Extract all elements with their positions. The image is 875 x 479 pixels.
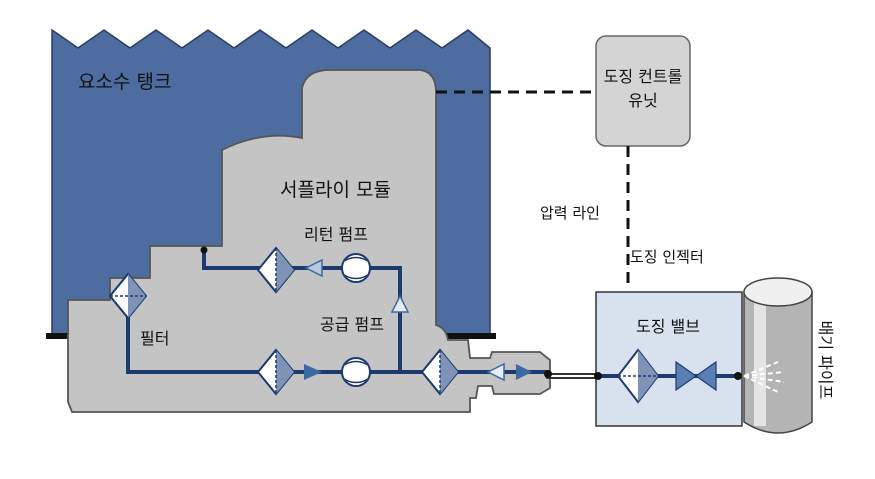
- return-line: [202, 248, 402, 374]
- pressure-line-label: 압력 라인: [540, 204, 600, 222]
- dosing-valve-icon: [675, 360, 717, 392]
- flow-arrow-icon: [516, 364, 532, 380]
- filter-icon-shade: [276, 248, 294, 292]
- module-body: [67, 69, 551, 413]
- dosing-control-unit: 도징 컨트롤 유닛: [595, 35, 691, 147]
- filter-icon-shade: [440, 350, 458, 394]
- connector-dot: [544, 370, 552, 378]
- control-unit-label-line1: 도징 컨트롤: [604, 67, 683, 86]
- pump-icon: [341, 357, 371, 387]
- spray-nozzle-icon: [743, 361, 785, 393]
- pipe-top-opening: [743, 277, 813, 307]
- flow-arrow-icon: [304, 364, 322, 380]
- check-valve-icon: [486, 362, 505, 382]
- return-pump-label: 리턴 펌프: [304, 225, 368, 244]
- control-unit-box: [595, 35, 691, 147]
- hydraulic-lines: [126, 248, 601, 379]
- connector-dot: [734, 372, 742, 380]
- intake-filter: [108, 272, 148, 320]
- filter-icon-shade: [276, 350, 294, 394]
- exhaust-pipe: 배기 파이프: [743, 277, 835, 434]
- return-path-components: [256, 246, 410, 313]
- supply-module: 서플라이 모듈 리턴 펌프 공급 펌프 필터: [67, 69, 551, 413]
- tank-label: 요소수 탱크: [78, 71, 171, 93]
- pump-icon: [341, 253, 371, 283]
- check-valve-icon: [390, 294, 410, 313]
- connector-dot: [594, 372, 602, 380]
- supply-path-components: [256, 348, 552, 396]
- supply-line: [126, 310, 550, 374]
- supply-pump-label: 공급 펌프: [320, 315, 384, 334]
- control-unit-label-line2: 유닛: [628, 91, 657, 110]
- supply-module-label: 서플라이 모듈: [280, 179, 391, 201]
- return-arrow-icon: [304, 258, 323, 278]
- injector-label: 도징 인젝터: [630, 248, 704, 266]
- dosing-valve-box: [595, 291, 743, 427]
- exhaust-pipe-label: 배기 파이프: [816, 321, 835, 400]
- return-junction-dot: [200, 246, 208, 254]
- dosing-valve-label: 도징 밸브: [636, 317, 700, 336]
- dosing-valve-unit: 도징 밸브: [594, 291, 743, 427]
- filter-label: 필터: [140, 329, 169, 348]
